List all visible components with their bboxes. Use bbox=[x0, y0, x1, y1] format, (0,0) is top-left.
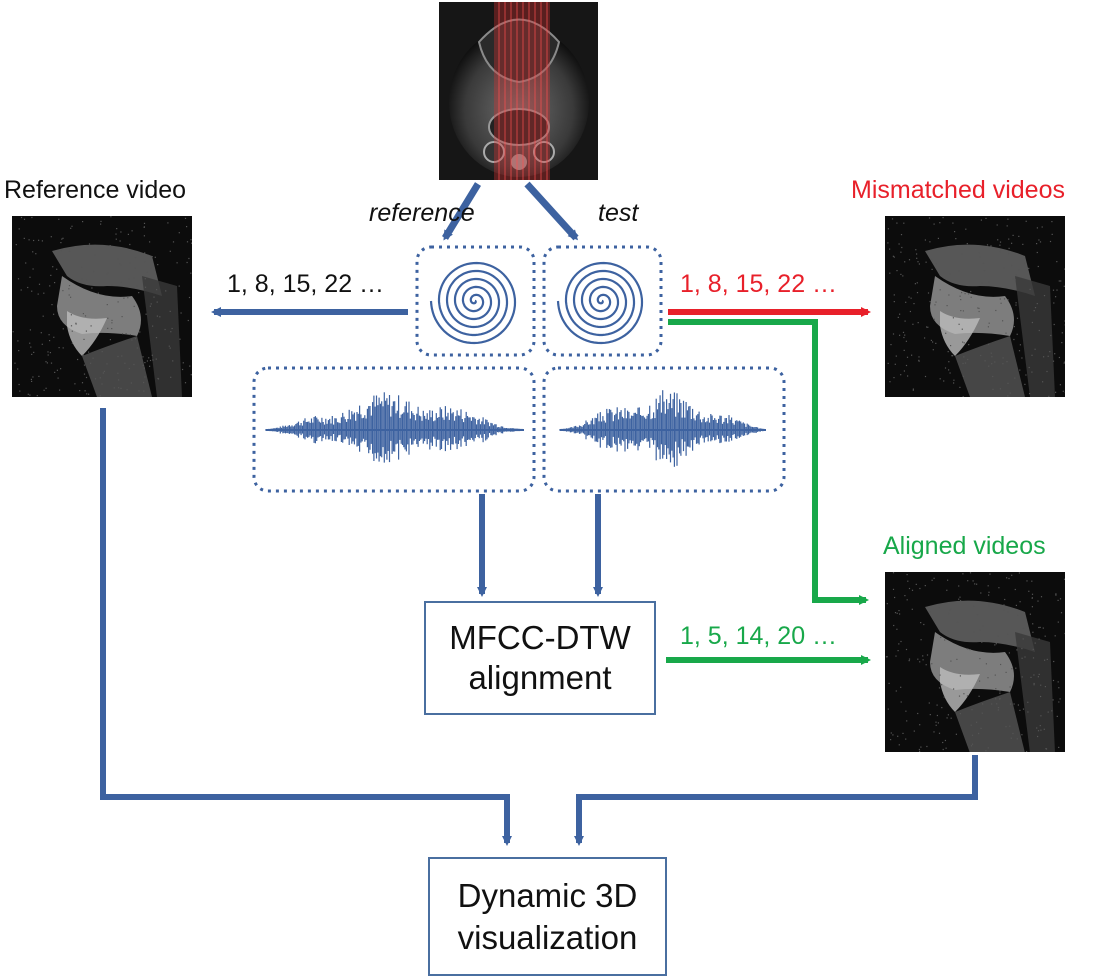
alignment-line: alignment bbox=[468, 659, 612, 696]
mfcc-dtw-line: MFCC-DTW bbox=[449, 619, 631, 657]
aligned-videos-label: Aligned videos bbox=[883, 532, 1046, 560]
reference-frame-indices: 1, 8, 15, 22 … bbox=[227, 270, 385, 298]
mismatched-videos-label: Mismatched videos bbox=[851, 176, 1065, 204]
mismatched-video-image bbox=[885, 216, 1065, 397]
test-waveform-box bbox=[542, 366, 786, 493]
arrow-to-aligned-videos-path bbox=[668, 319, 869, 605]
axial-mri-image bbox=[439, 2, 598, 180]
sagittal-mri-frame-icon bbox=[885, 216, 1065, 397]
mismatched-frame-indices: 1, 8, 15, 22 … bbox=[680, 270, 838, 298]
sagittal-mri-frame-icon bbox=[12, 216, 192, 397]
arrow-to-reference-spiral bbox=[442, 182, 481, 241]
dynamic-3d-line: Dynamic 3D bbox=[457, 877, 638, 915]
arrow-reference-to-visualization bbox=[100, 408, 512, 846]
waveform-icon bbox=[265, 392, 525, 463]
reference-waveform-box bbox=[252, 366, 536, 493]
waveform-icon bbox=[559, 390, 767, 467]
dynamic-3d-visualization-box: Dynamic 3D visualization bbox=[428, 857, 667, 976]
reference-spiral-box bbox=[415, 245, 536, 357]
test-branch-label: test bbox=[598, 199, 639, 227]
reference-video-label: Reference video bbox=[4, 176, 187, 204]
reference-branch-label: reference bbox=[369, 199, 475, 227]
spiral-icon bbox=[556, 261, 644, 345]
reference-video-image bbox=[12, 216, 192, 397]
spiral-icon bbox=[429, 261, 517, 345]
axial-mri-slice-icon bbox=[439, 2, 598, 180]
arrow-to-test-spiral bbox=[524, 181, 579, 241]
sagittal-mri-frame-icon bbox=[885, 572, 1065, 752]
arrow-aligned-to-visualization bbox=[574, 755, 978, 846]
aligned-frame-indices: 1, 5, 14, 20 … bbox=[680, 622, 838, 650]
test-spiral-box bbox=[542, 245, 663, 357]
visualization-line: visualization bbox=[457, 918, 638, 956]
aligned-video-image bbox=[885, 572, 1065, 752]
mfcc-dtw-alignment-box: MFCC-DTW alignment bbox=[424, 601, 656, 715]
